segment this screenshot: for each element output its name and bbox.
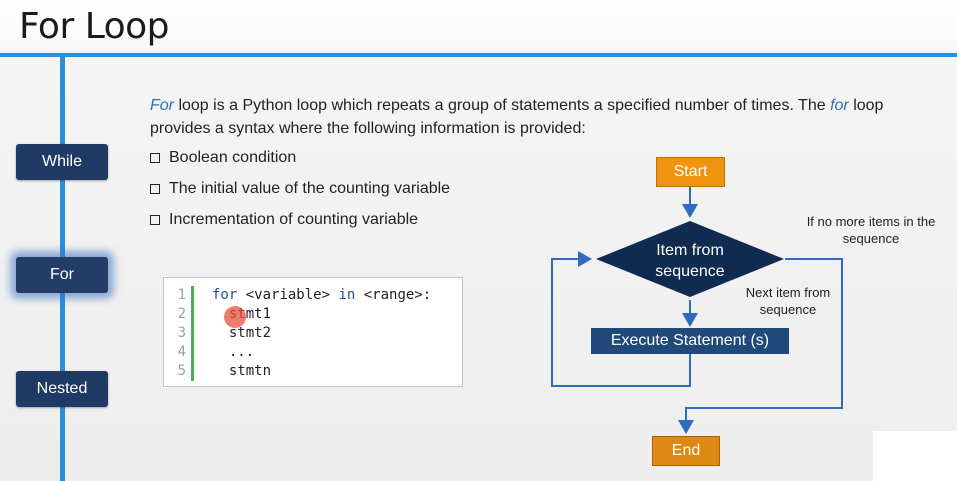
note-next-item: Next item from sequence — [733, 284, 843, 318]
checkbox-bullet-icon — [150, 153, 160, 163]
decision-diamond — [596, 221, 784, 297]
content-area — [0, 57, 957, 481]
bullet-text: Incrementation of counting variable — [169, 211, 419, 228]
code-token: : — [422, 287, 432, 303]
checkbox-bullet-icon — [150, 215, 160, 225]
line-number: 1 — [177, 287, 186, 303]
sidebar-item-label: For — [50, 266, 74, 283]
code-keyword: in — [338, 287, 356, 303]
note-no-more-items: If no more items in the sequence — [795, 213, 947, 247]
line-number: 2 — [177, 306, 186, 322]
note-line: sequence — [842, 231, 900, 246]
code-keyword: for — [212, 287, 238, 303]
line-number-gutter: 1 2 3 4 5 — [164, 286, 186, 381]
sidebar-item-nested[interactable]: Nested — [16, 371, 108, 407]
title-rule — [0, 53, 957, 57]
page-title: For Loop — [19, 6, 170, 47]
line-number: 3 — [177, 325, 186, 341]
arrow-exit-to-end — [678, 258, 843, 434]
title-bar: For Loop — [0, 0, 957, 52]
note-line: sequence — [759, 302, 817, 317]
keyword-for: for — [830, 97, 849, 114]
flow-end: End — [652, 436, 720, 466]
flow-start: Start — [656, 157, 725, 187]
sidebar-item-while[interactable]: While — [16, 144, 108, 180]
code-token: <range> — [355, 287, 423, 303]
code-token: <variable> — [237, 287, 339, 303]
note-line: Next item from — [745, 285, 831, 300]
decision-text-2: sequence — [655, 263, 724, 280]
code-line: stmtn — [212, 363, 272, 379]
bullet-item: Boolean condition — [150, 149, 296, 167]
sidebar-item-label: Nested — [36, 380, 88, 397]
bullet-text: Boolean condition — [169, 149, 297, 166]
line-number: 4 — [177, 344, 186, 360]
keyword-for: For — [150, 97, 174, 114]
code-line: for <variable> in <range>: — [212, 286, 431, 305]
bullet-item: The initial value of the counting variab… — [150, 180, 450, 198]
pointer-highlight — [224, 306, 246, 328]
intro-text-2: loop provides a syntax where the followi… — [150, 97, 884, 137]
code-green-bar — [191, 286, 194, 381]
line-number: 5 — [177, 363, 186, 379]
code-lines: for <variable> in <range>: stmt1 stmt2 .… — [212, 286, 431, 381]
intro-text-1: loop is a Python loop which repeats a gr… — [174, 97, 831, 114]
corner-overlay — [873, 431, 957, 481]
decision-text-1: Item from — [656, 242, 724, 259]
flow-execute: Execute Statement (s) — [591, 328, 789, 354]
bullet-item: Incrementation of counting variable — [150, 211, 418, 229]
code-line: stmt2 — [212, 325, 272, 341]
code-line: ... — [212, 344, 255, 360]
sidebar-item-for[interactable]: For — [16, 257, 108, 293]
note-line: If no more items in the — [806, 214, 936, 229]
bullet-text: The initial value of the counting variab… — [169, 180, 451, 197]
code-block: 1 2 3 4 5 for <variable> in <range>: stm… — [163, 277, 463, 387]
sidebar-item-label: While — [41, 153, 82, 170]
checkbox-bullet-icon — [150, 184, 160, 194]
intro-paragraph: For loop is a Python loop which repeats … — [150, 94, 930, 140]
arrow-loop-back — [551, 251, 691, 387]
